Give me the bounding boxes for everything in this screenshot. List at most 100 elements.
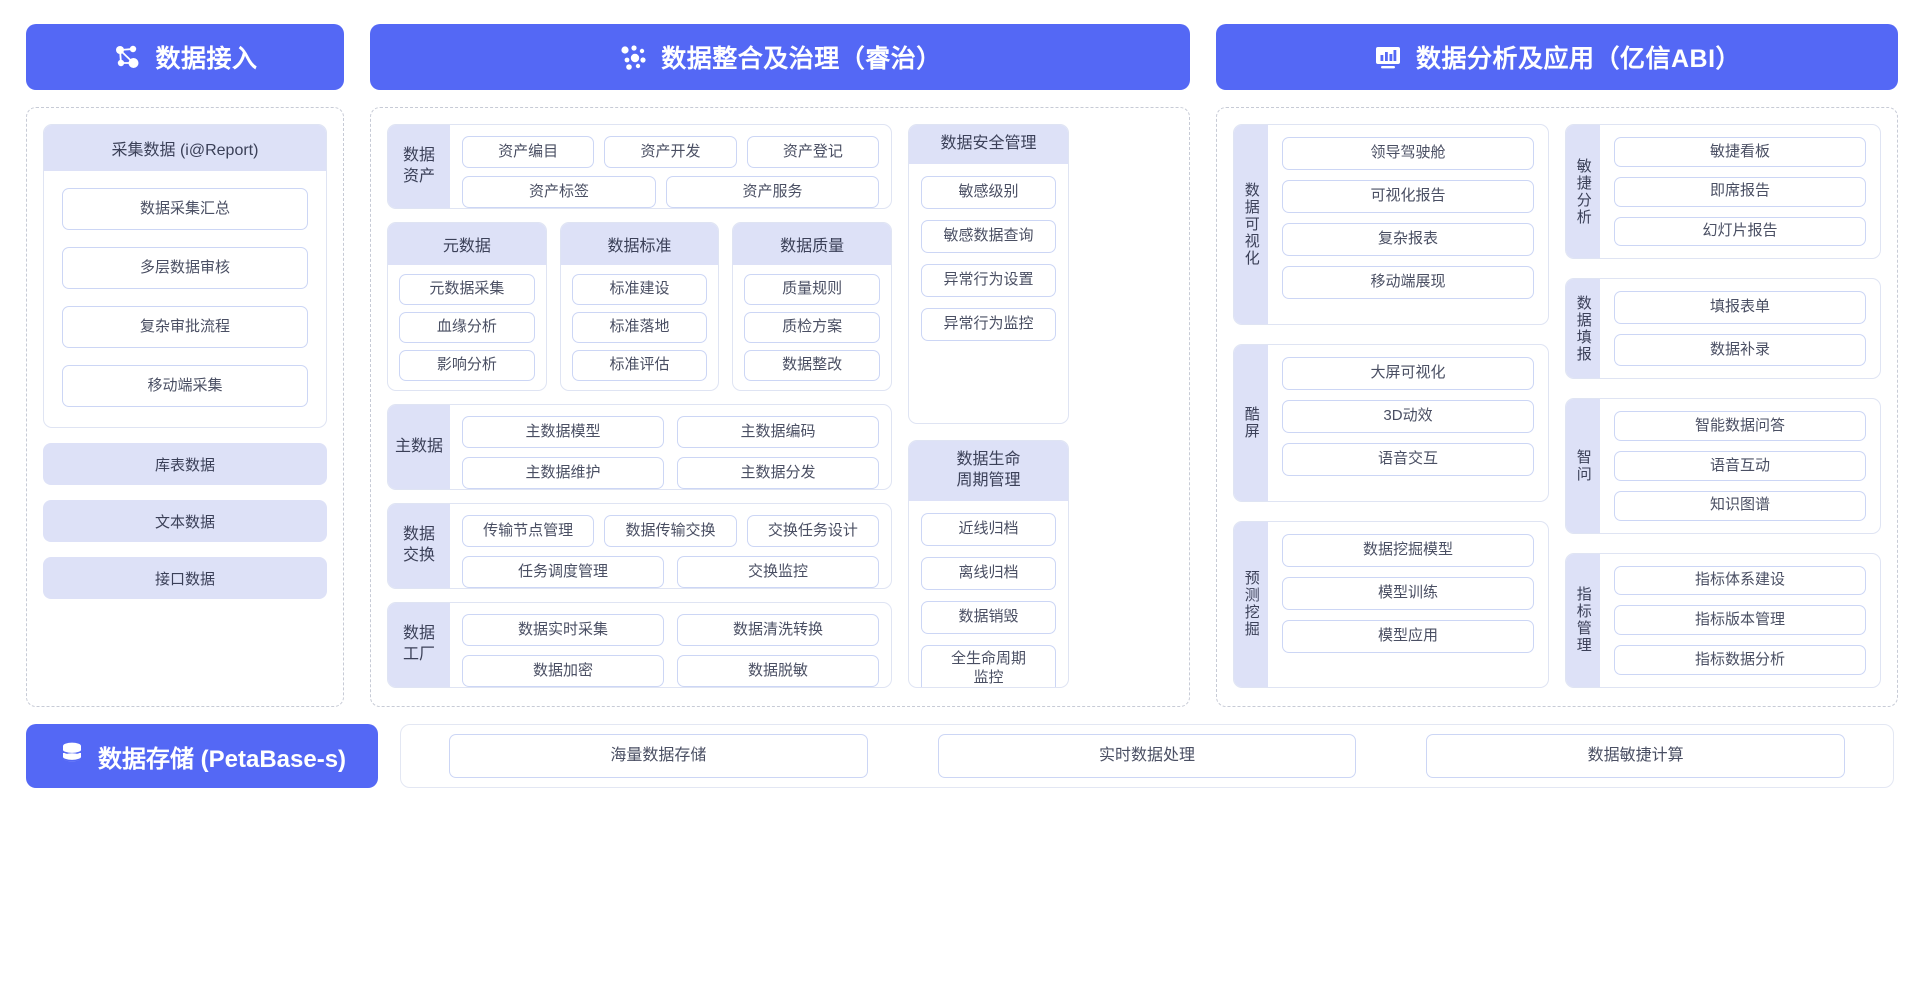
database-icon xyxy=(58,739,86,774)
smart-qa-item[interactable]: 语音互动 xyxy=(1614,450,1866,481)
smart-qa-item[interactable]: 知识图谱 xyxy=(1614,490,1866,521)
group-title-metadata: 元数据 xyxy=(388,223,546,266)
group-data-standard: 数据标准 标准建设 标准落地 标准评估 xyxy=(559,222,720,392)
master-item[interactable]: 主数据模型 xyxy=(462,416,664,449)
banner-data-storage[interactable]: 数据存储 (PetaBase-s) xyxy=(26,724,378,788)
cool-screen-item[interactable]: 语音交互 xyxy=(1282,443,1534,477)
reporting-item[interactable]: 数据补录 xyxy=(1614,333,1866,367)
group-title-data-lifecycle: 数据生命 周期管理 xyxy=(909,441,1068,501)
quality-item[interactable]: 质量规则 xyxy=(744,274,881,306)
banner-data-ingest[interactable]: 数据接入 xyxy=(26,24,344,90)
asset-item[interactable]: 资产开发 xyxy=(604,136,737,168)
storage-item[interactable]: 实时数据处理 xyxy=(937,734,1357,778)
data-nodes-icon xyxy=(112,42,142,72)
exchange-item[interactable]: 任务调度管理 xyxy=(462,556,664,589)
visualization-item[interactable]: 可视化报告 xyxy=(1282,180,1534,213)
ingest-body: 采集数据 (i@Report) 数据采集汇总 多层数据审核 复杂审批流程 移动端… xyxy=(26,107,344,707)
group-label-agile-analysis: 敏捷分析 xyxy=(1566,125,1600,259)
group-data-factory: 数据 工厂 数据实时采集 数据清洗转换 数据加密 数据脱敏 xyxy=(387,602,892,688)
group-trio: 元数据 元数据采集 血缘分析 影响分析 数据标准 标准建设 xyxy=(387,222,893,392)
ingest-band[interactable]: 接口数据 xyxy=(43,557,327,599)
exchange-item[interactable]: 交换监控 xyxy=(677,556,879,589)
asset-item[interactable]: 资产编目 xyxy=(462,136,595,168)
banner-data-governance[interactable]: 数据整合及治理（睿治） xyxy=(370,24,1190,90)
visualization-item[interactable]: 领导驾驶舱 xyxy=(1282,137,1534,170)
banner-title-governance: 数据整合及治理（睿治） xyxy=(661,45,942,73)
banner-title-ingest: 数据接入 xyxy=(155,45,258,73)
factory-item[interactable]: 数据脱敏 xyxy=(677,655,879,688)
group-label-data-exchange: 数据 交换 xyxy=(388,504,450,589)
smart-qa-item[interactable]: 智能数据问答 xyxy=(1614,411,1866,441)
group-predictive-mining: 预测挖掘 数据挖掘模型 模型训练 模型应用 xyxy=(1233,520,1549,688)
cool-screen-item[interactable]: 3D动效 xyxy=(1282,400,1534,434)
master-item[interactable]: 主数据维护 xyxy=(462,457,664,490)
monitor-chart-icon xyxy=(1373,42,1403,72)
group-agile-analysis: 敏捷分析 敏捷看板 即席报告 幻灯片报告 xyxy=(1565,124,1881,260)
standard-item[interactable]: 标准评估 xyxy=(571,350,708,382)
exchange-item[interactable]: 交换任务设计 xyxy=(746,515,879,548)
ingest-item[interactable]: 数据采集汇总 xyxy=(62,188,308,230)
security-item[interactable]: 敏感级别 xyxy=(921,175,1056,209)
lifecycle-item[interactable]: 离线归档 xyxy=(921,556,1056,590)
lifecycle-item[interactable]: 近线归档 xyxy=(921,512,1056,546)
security-item[interactable]: 敏感数据查询 xyxy=(921,219,1056,253)
quality-item[interactable]: 质检方案 xyxy=(744,312,881,344)
ingest-item[interactable]: 复杂审批流程 xyxy=(62,306,308,348)
group-label-data-asset: 数据 资产 xyxy=(388,125,450,209)
lifecycle-item[interactable]: 数据销毁 xyxy=(921,600,1056,634)
metadata-item[interactable]: 元数据采集 xyxy=(399,274,535,306)
group-data-visualization: 数据可视化 领导驾驶舱 可视化报告 复杂报表 移动端展现 xyxy=(1233,124,1549,326)
asset-item[interactable]: 资产标签 xyxy=(462,176,656,208)
master-item[interactable]: 主数据分发 xyxy=(677,457,879,490)
group-label-cool-screen: 酷屏 xyxy=(1234,345,1268,501)
storage-item[interactable]: 海量数据存储 xyxy=(449,734,868,778)
visualization-item[interactable]: 移动端展现 xyxy=(1282,266,1534,299)
asset-row-2: 资产标签 资产服务 xyxy=(462,176,879,208)
exchange-item[interactable]: 数据传输交换 xyxy=(604,515,737,548)
lifecycle-item[interactable]: 全生命周期 监控 xyxy=(921,644,1056,687)
storage-item[interactable]: 数据敏捷计算 xyxy=(1426,734,1846,778)
ingest-band[interactable]: 库表数据 xyxy=(43,443,327,485)
mining-item[interactable]: 数据挖掘模型 xyxy=(1282,533,1534,567)
factory-item[interactable]: 数据实时采集 xyxy=(462,614,664,647)
metric-item[interactable]: 指标体系建设 xyxy=(1614,565,1866,596)
group-label-data-visualization: 数据可视化 xyxy=(1234,125,1268,325)
dots-cluster-icon xyxy=(618,42,648,72)
group-label-metric-management: 指标管理 xyxy=(1566,553,1600,687)
mining-item[interactable]: 模型训练 xyxy=(1282,576,1534,610)
asset-item[interactable]: 资产服务 xyxy=(665,176,879,208)
group-label-smart-qa: 智问 xyxy=(1566,399,1600,533)
analysis-left-column: 数据可视化 领导驾驶舱 可视化报告 复杂报表 移动端展现 酷屏 大屏可 xyxy=(1233,124,1549,688)
factory-item[interactable]: 数据加密 xyxy=(462,655,664,688)
master-item[interactable]: 主数据编码 xyxy=(677,416,879,449)
metadata-item[interactable]: 血缘分析 xyxy=(399,312,535,344)
collect-data-items: 数据采集汇总 多层数据审核 复杂审批流程 移动端采集 xyxy=(44,171,326,427)
group-title-data-standard: 数据标准 xyxy=(560,223,719,266)
agile-item[interactable]: 幻灯片报告 xyxy=(1614,216,1866,247)
ingest-band[interactable]: 文本数据 xyxy=(43,500,327,542)
agile-item[interactable]: 敏捷看板 xyxy=(1614,137,1866,167)
cool-screen-item[interactable]: 大屏可视化 xyxy=(1282,357,1534,391)
quality-item[interactable]: 数据整改 xyxy=(744,350,881,382)
metric-item[interactable]: 指标数据分析 xyxy=(1614,645,1866,676)
ingest-item[interactable]: 移动端采集 xyxy=(62,365,308,407)
asset-item[interactable]: 资产登记 xyxy=(746,136,879,168)
standard-item[interactable]: 标准落地 xyxy=(571,312,708,344)
group-label-data-factory: 数据 工厂 xyxy=(388,603,450,687)
visualization-item[interactable]: 复杂报表 xyxy=(1282,223,1534,256)
security-item[interactable]: 异常行为监控 xyxy=(921,307,1056,341)
metric-item[interactable]: 指标版本管理 xyxy=(1614,605,1866,636)
governance-left: 数据 资产 资产编目 资产开发 资产登记 资产标签 xyxy=(387,124,893,688)
agile-item[interactable]: 即席报告 xyxy=(1614,176,1866,207)
storage-row: 数据存储 (PetaBase-s) 海量数据存储 实时数据处理 数据敏捷计算 xyxy=(26,724,1894,788)
factory-item[interactable]: 数据清洗转换 xyxy=(677,614,879,647)
reporting-item[interactable]: 填报表单 xyxy=(1614,291,1866,324)
ingest-item[interactable]: 多层数据审核 xyxy=(62,247,308,289)
exchange-item[interactable]: 传输节点管理 xyxy=(462,515,595,548)
column-data-governance: 数据整合及治理（睿治） 数据 资产 资产编目 资产开发 xyxy=(370,24,1190,707)
mining-item[interactable]: 模型应用 xyxy=(1282,619,1534,653)
metadata-item[interactable]: 影响分析 xyxy=(399,350,535,382)
banner-data-analysis[interactable]: 数据分析及应用（亿信ABI） xyxy=(1216,24,1898,90)
security-item[interactable]: 异常行为设置 xyxy=(921,263,1056,297)
standard-item[interactable]: 标准建设 xyxy=(571,274,708,306)
